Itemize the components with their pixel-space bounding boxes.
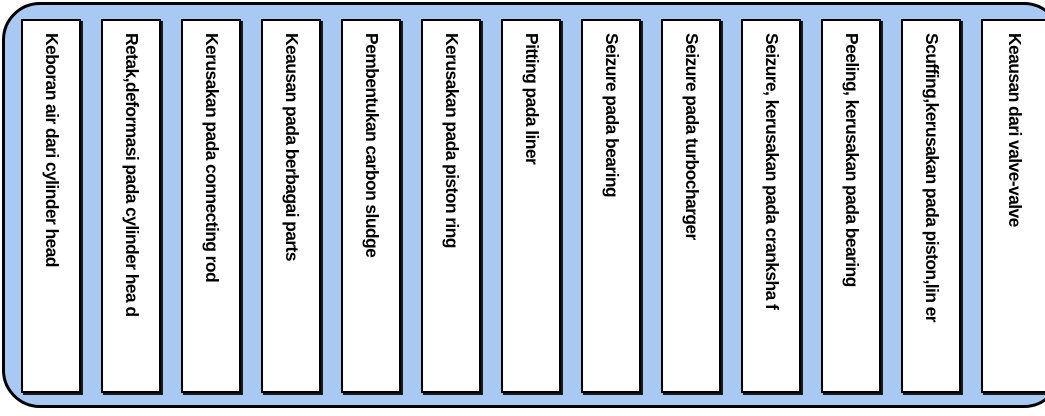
- card-kerusakan-piston-ring: Kerusakan pada piston ring: [421, 19, 481, 393]
- card-label: Seizure pada bearing: [601, 33, 622, 198]
- card-label: Pembentukan carbon sludge: [361, 33, 382, 258]
- card-seizure-bearing: Seizure pada bearing: [581, 19, 641, 393]
- card-label: Seizure pada turbocharger: [681, 33, 702, 240]
- card-keausan-berbagai-parts: Keausan pada berbagai parts: [261, 19, 321, 393]
- card-row: Keboran air dari cylinder head Retak,def…: [21, 19, 1045, 393]
- card-scuffing-piston-liner: Scuffing,kerusakan pada piston,lin er: [901, 19, 961, 393]
- card-pitting-liner: Pitting pada liner: [501, 19, 561, 393]
- card-peeling-bearing: Peeling, kerusakan pada bearing: [821, 19, 881, 393]
- card-kerusakan-connecting-rod: Kerusakan pada connecting rod: [181, 19, 241, 393]
- card-seizure-turbocharger: Seizure pada turbocharger: [661, 19, 721, 393]
- card-label: Peeling, kerusakan pada bearing: [841, 33, 862, 287]
- card-label: Kerusakan pada piston ring: [441, 33, 462, 248]
- card-keboran-air: Keboran air dari cylinder head: [21, 19, 81, 393]
- card-retak-deformasi: Retak,deformasi pada cylinder hea d: [101, 19, 161, 393]
- card-label: Seizure, kerusakan pada cranksha f: [761, 33, 782, 310]
- card-label: Pitting pada liner: [521, 33, 542, 165]
- card-label: Keboran air dari cylinder head: [41, 33, 62, 267]
- card-keausan-valve: Keausan dari valve-valve: [981, 19, 1045, 393]
- card-label: Retak,deformasi pada cylinder hea d: [121, 33, 142, 317]
- card-seizure-crankshaft: Seizure, kerusakan pada cranksha f: [741, 19, 801, 393]
- card-carbon-sludge: Pembentukan carbon sludge: [341, 19, 401, 393]
- card-label: Keausan dari valve-valve: [1004, 33, 1025, 227]
- card-label: Keausan pada berbagai parts: [281, 33, 302, 261]
- card-label: Kerusakan pada connecting rod: [201, 33, 222, 283]
- card-label: Scuffing,kerusakan pada piston,lin er: [921, 33, 942, 322]
